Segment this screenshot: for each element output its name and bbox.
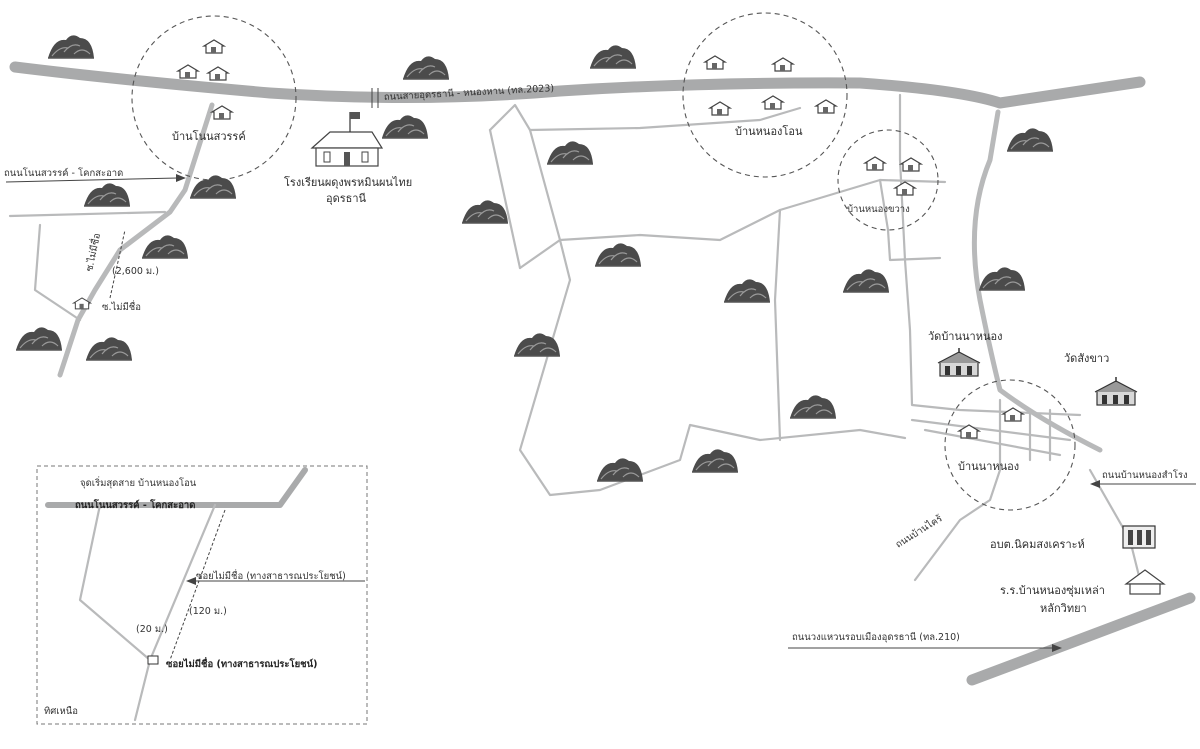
highway-south-label: ถนนวงแหวนรอบเมืองอุดรธานี (ทล.210) xyxy=(792,631,960,643)
tree-icon xyxy=(596,457,644,482)
branch-road-west xyxy=(33,223,82,322)
temple-icon xyxy=(937,348,981,377)
inset-road-label: ถนนโนนสวรรค์ - โคกสะอาด xyxy=(75,499,195,511)
temple-icon xyxy=(1094,377,1138,406)
tree-icon xyxy=(691,448,739,473)
tree-icon xyxy=(381,114,429,139)
inset-distance-20: (20 ม.) xyxy=(136,624,168,635)
school-label-line2: อุดรธานี xyxy=(326,192,367,205)
wat-sang-khao-label: วัดสังขาว xyxy=(1064,352,1109,365)
tree-icon xyxy=(85,336,133,361)
tree-icon xyxy=(594,242,642,267)
tree-icon xyxy=(723,278,771,303)
house-icon xyxy=(177,64,199,79)
tree-icon xyxy=(15,326,63,351)
house-icon xyxy=(815,99,837,114)
soi-road xyxy=(57,102,215,378)
house-icon xyxy=(704,55,726,70)
east-main-road xyxy=(971,109,1103,453)
tree-icon xyxy=(141,234,189,259)
road-label-ban-khrai: ถนนบ้านไคร้ xyxy=(893,512,944,550)
tree-icon xyxy=(546,140,594,165)
soi-distance-line xyxy=(109,229,126,299)
local-road-network xyxy=(488,93,1142,582)
village-circle-na-nong xyxy=(944,379,1076,511)
village-label-na-nong: บ้านนาหนอง xyxy=(958,460,1019,473)
tree-icon xyxy=(402,55,450,80)
highway-south-road xyxy=(966,592,1196,686)
inset-distance-120: (120 ม.) xyxy=(189,606,227,617)
inset-soi-public-label: ซอยไม่มีชื่อ (ทางสาธารณประโยชน์) xyxy=(196,569,346,582)
inset-direction-label: ทิศเหนือ xyxy=(44,706,78,717)
tree-icon xyxy=(789,394,837,419)
tree-icon xyxy=(978,266,1026,291)
school-icon-south xyxy=(1124,569,1166,595)
school-south-label-line1: ร.ร.บ้านหนองซุ่มเหล่า xyxy=(1000,584,1105,597)
wat-na-nong-label: วัดบ้านนาหนอง xyxy=(928,330,1002,343)
distance-2600-label: (2,600 ม.) xyxy=(112,266,159,277)
office-building-icon xyxy=(1122,525,1156,549)
highway-north-road xyxy=(9,61,1146,109)
house-icon xyxy=(762,95,784,110)
house-icon xyxy=(211,105,233,120)
tree-icon xyxy=(83,182,131,207)
road-label-nong-samrong: ถนนบ้านหนองสำโรง xyxy=(1102,469,1188,481)
house-icon-group xyxy=(73,39,1024,439)
house-icon xyxy=(894,181,916,196)
village-label-nong-khwang: บ้านหนองขวาง xyxy=(847,204,910,215)
highway-marker xyxy=(371,88,379,108)
tree-icon xyxy=(842,268,890,293)
house-icon xyxy=(772,57,794,72)
house-icon xyxy=(207,66,229,81)
village-label-nong-on: บ้านหนองโอน xyxy=(735,124,803,138)
road-label-west: ถนนโนนสวรรค์ - โคกสะอาด xyxy=(4,167,123,179)
inset-title-top: จุดเริ่มสุดสาย บ้านหนองโอน xyxy=(80,476,197,489)
school-icon xyxy=(310,112,384,167)
tree-icon xyxy=(189,174,237,199)
tree-icon xyxy=(589,44,637,69)
soi-point-label: ซ.ไม่มีชื่อ xyxy=(102,300,141,313)
inset-map: จุดเริ่มสุดสาย บ้านหนองโอน ถนนโนนสวรรค์ … xyxy=(36,465,368,725)
house-icon xyxy=(709,101,731,116)
soi-label: ซ.ไม่มีชื่อ xyxy=(82,232,103,273)
road-west-arrow xyxy=(5,177,179,183)
house-icon xyxy=(900,157,922,172)
tree-icon xyxy=(1006,127,1054,152)
school-label-line1: โรงเรียนผดุงพรหมินผนไทย xyxy=(284,175,412,189)
village-circle-nong-on xyxy=(682,12,848,178)
tree-icon xyxy=(461,199,509,224)
school-south-label-line2: หลักวิทยา xyxy=(1040,602,1087,615)
village-label-phon-sawan: บ้านโนนสวรรค์ xyxy=(172,129,246,143)
inset-soi-end-label: ซอยไม่มีชื่อ (ทางสาธารณประโยชน์) xyxy=(166,656,317,670)
house-icon xyxy=(864,156,886,171)
west-road xyxy=(8,210,167,218)
tambon-office-label: อบต.นิคมสงเคราะห์ xyxy=(990,538,1085,551)
village-circle-nong-khwang xyxy=(837,129,939,231)
tree-icon xyxy=(47,34,95,59)
house-icon xyxy=(203,39,225,54)
house-icon xyxy=(1002,407,1024,422)
